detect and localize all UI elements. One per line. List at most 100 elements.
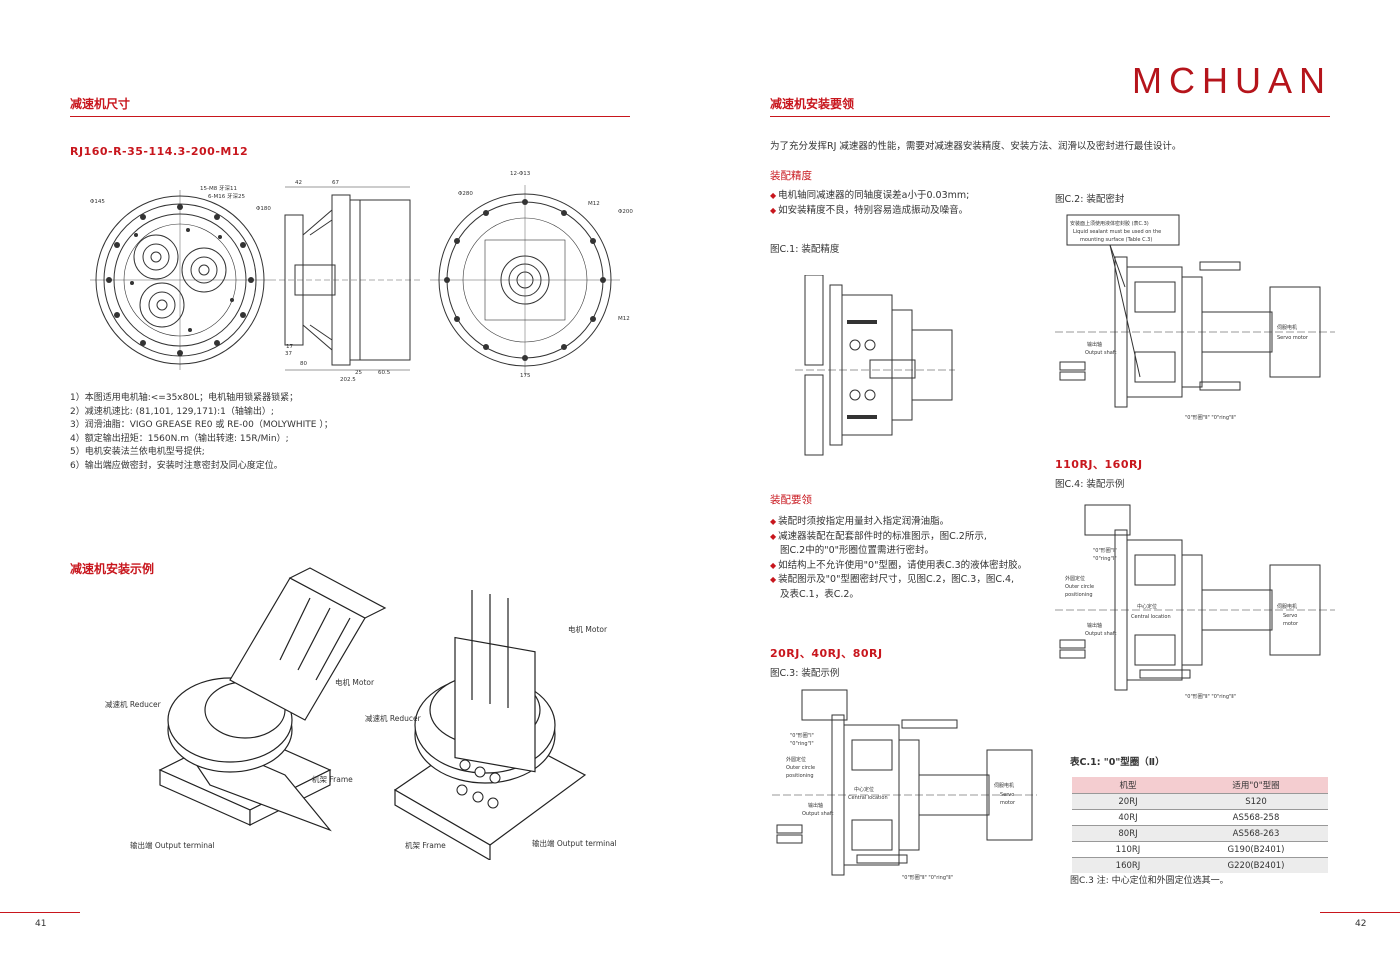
section-title-install-example: 减速机安装示例	[70, 562, 155, 576]
label-motor-2: 电机 Motor	[568, 624, 608, 634]
table-cell: 110RJ	[1072, 841, 1184, 858]
key-point: 减速器装配在配套部件时的标准图示，图C.2所示,	[770, 530, 1027, 545]
note-line: 4）额定输出扭矩：1560N.m（输出转速: 15R/Min）;	[70, 433, 289, 444]
dim-label: Φ180	[256, 206, 271, 212]
fig-c2-label: 图C.2: 装配密封	[1055, 194, 1125, 205]
fig-c2-seal-en1: Liquid sealant must be used on the	[1073, 229, 1161, 235]
precision-list: 电机轴同减速器的同轴度误差a小于0.03mm; 如安装精度不良，特别容易造成振动…	[770, 189, 969, 218]
fig-c2-shaft-en: Output shaft	[1085, 350, 1116, 356]
dim-label: 15-M8 牙深11	[200, 184, 237, 192]
dim-label: 175	[520, 373, 531, 379]
note-line: 3）润滑油脂：VIGO GREASE RE0 或 RE-00（MOLYWHITE…	[70, 420, 333, 431]
dim-label: 12-Φ13	[510, 171, 531, 177]
section-title-install-guide: 减速机安装要领	[770, 97, 855, 111]
label-motor-1: 电机 Motor	[335, 677, 375, 687]
fig-c4-outer-en1: Outer circle	[1065, 584, 1094, 590]
spec-notes: 1）本图适用电机轴:<=35x80L；电机轴用锁紧器锁紧； 2）减速机速比: (…	[70, 392, 333, 474]
fig-c2-shaft-cn: 输出轴	[1087, 341, 1102, 348]
key-point: 图C.2中的"0"形圈位置需进行密封。	[780, 545, 934, 557]
label-frame-1: 机架 Frame	[312, 774, 353, 784]
fig-c4-center-cn: 中心定位	[1137, 603, 1157, 610]
table-cell: S120	[1184, 793, 1328, 810]
note-line: 1）本图适用电机轴:<=35x80L；电机轴用锁紧器锁紧；	[70, 393, 299, 403]
precision-item: 如安装精度不良，特别容易造成振动及噪音。	[770, 204, 969, 219]
dim-label: 42	[295, 180, 302, 186]
fig-c4-oring-top: "0"形圈"Ⅰ"	[1093, 547, 1117, 554]
fig-c4-label: 图C.4: 装配示例	[1055, 479, 1125, 490]
fig-c2-seal-en2: mounting surface (Table C.3)	[1080, 237, 1152, 243]
page-number-left: 41	[35, 919, 47, 929]
table-cell: 20RJ	[1072, 793, 1184, 810]
fig-c3-servo-cn: 伺服电机	[994, 782, 1014, 789]
fig-c3-drawing: "0"形圈"Ⅰ" "0"ring"Ⅰ" 外圆定位 Outer circle po…	[772, 689, 1037, 881]
table-cell: 160RJ	[1072, 857, 1184, 873]
fig-c2-servo-cn: 伺服电机	[1277, 324, 1297, 331]
key-points-list: 装配时须按指定用量封入指定润滑油脂。 减速器装配在配套部件时的标准图示，图C.2…	[770, 515, 1027, 603]
fig-c4-servo-en1: Servo	[1283, 613, 1297, 619]
precision-item: 电机轴同减速器的同轴度误差a小于0.03mm;	[770, 189, 969, 204]
fig-c3-outer-en1: Outer circle	[786, 765, 815, 771]
fig-c3-label: 图C.3: 装配示例	[770, 668, 840, 679]
dimension-drawing: 15-M8 牙深11 6-M16 牙深25 Φ180 Φ145 12-Φ13 Φ…	[90, 171, 633, 383]
subtitle-key-points: 装配要领	[770, 494, 812, 506]
install-illustration: 电机 Motor 减速机 Reducer 机架 Frame 输出端 Output…	[105, 567, 617, 860]
table-cell: 80RJ	[1072, 825, 1184, 842]
fig-c4-servo-cn: 伺服电机	[1277, 603, 1297, 610]
model-code: RJ160-R-35-114.3-200-M12	[70, 145, 249, 158]
fig-c4-shaft-cn: 输出轴	[1087, 622, 1102, 629]
table-title: 表C.1: "0"型圈（Ⅱ）	[1070, 757, 1165, 768]
fig-c2-servo-en: Servo motor	[1277, 335, 1309, 341]
fig-c2-drawing: 安装面上须使用液体密封胶 (表C.3) Liquid sealant must …	[1055, 214, 1335, 421]
label-frame-2: 机架 Frame	[405, 840, 446, 850]
fig-c3-outer-en2: positioning	[786, 773, 814, 779]
fig-c3-servo-en1: Servo	[1000, 792, 1014, 798]
fig-c4-oring-top2: "0"ring"Ⅰ"	[1093, 556, 1117, 562]
table-cell: G220(B2401)	[1184, 857, 1328, 873]
dim-label: Φ200	[618, 209, 633, 215]
dim-label: Φ280	[458, 191, 473, 197]
fig-c3-oring-top: "0"形圈"Ⅰ"	[790, 732, 814, 739]
dim-label: M12	[588, 201, 600, 207]
table-cell: 40RJ	[1072, 809, 1184, 826]
footer-line-left	[0, 912, 80, 913]
key-point: 及表C.1，表C.2。	[780, 588, 859, 600]
fig-c4-servo-en2: motor	[1283, 621, 1299, 627]
fig-c3-oring-bottom: "0"形圈"Ⅱ" "0"ring"Ⅱ"	[902, 874, 953, 881]
label-reducer-2: 减速机 Reducer	[365, 713, 422, 723]
intro-text: 为了充分发挥RJ 减速器的性能，需要对减速器安装精度、安装方法、润滑以及密封进行…	[770, 141, 1182, 152]
dim-label: 6-M16 牙深25	[208, 192, 245, 200]
fig-c3-center-en: Central location	[848, 795, 888, 801]
note-line: 5）电机安装法兰依电机型号提供;	[70, 447, 205, 458]
fig-c4-outer-cn: 外圆定位	[1065, 575, 1085, 582]
fig-c4-drawing: "0"形圈"Ⅰ" "0"ring"Ⅰ" 外圆定位 Outer circle po…	[1055, 504, 1335, 700]
size-group-small: 20RJ、40RJ、80RJ	[770, 647, 883, 660]
table-cell: G190(B2401)	[1184, 841, 1328, 858]
label-output-1: 输出端 Output terminal	[130, 840, 215, 850]
key-point: 如结构上不允许使用"0"型圈，请使用表C.3的液体密封胶。	[770, 559, 1027, 574]
section-title-dimensions: 减速机尺寸	[70, 97, 131, 111]
fig-c1-drawing	[795, 275, 955, 456]
fig-c2-seal-cn: 安装面上须使用液体密封胶 (表C.3)	[1070, 220, 1149, 227]
dim-label: 17	[286, 344, 293, 350]
subtitle-precision: 装配精度	[770, 170, 812, 182]
fig-c3-center-cn: 中心定位	[854, 786, 874, 793]
fig-c1-label: 图C.1: 装配精度	[770, 244, 840, 255]
fig-c3-shaft-en: Output shaft	[802, 811, 833, 817]
table-cell: AS568-263	[1184, 825, 1328, 842]
fig-c3-oring-top2: "0"ring"Ⅰ"	[790, 741, 814, 747]
fig-c2-oring: "0"形圈"Ⅱ" "0"ring"Ⅱ"	[1185, 414, 1236, 421]
dim-label: 67	[332, 180, 339, 186]
dim-label: 80	[300, 361, 307, 367]
size-group-large: 110RJ、160RJ	[1055, 458, 1143, 471]
dim-label: Φ145	[90, 199, 105, 205]
key-point: 装配时须按指定用量封入指定润滑油脂。	[770, 515, 1027, 530]
table-header: 机型	[1072, 777, 1184, 794]
label-reducer-1: 减速机 Reducer	[105, 699, 162, 709]
section-divider	[70, 116, 630, 117]
dim-label: 25	[355, 370, 362, 376]
